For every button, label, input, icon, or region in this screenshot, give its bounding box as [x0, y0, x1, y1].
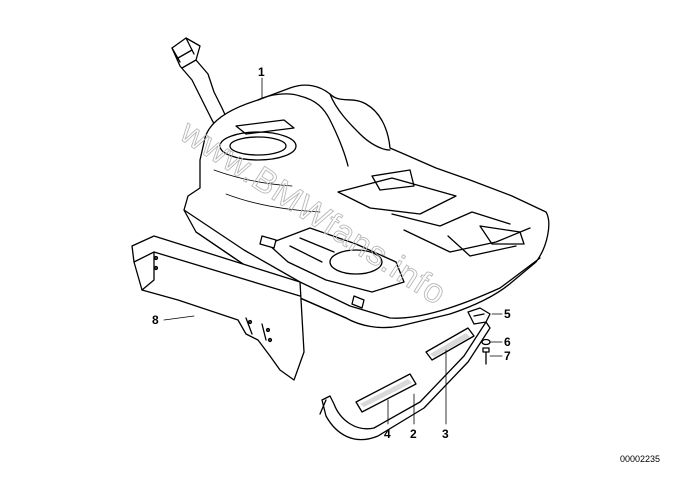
callout-7[interactable]: 7 — [504, 349, 511, 363]
callout-2[interactable]: 2 — [410, 427, 417, 441]
heat-shield-icon[interactable] — [131, 235, 305, 381]
callout-1[interactable]: 1 — [258, 65, 265, 79]
rubber-pad-icon[interactable] — [425, 327, 475, 361]
callout-5[interactable]: 5 — [504, 307, 511, 321]
callout-3[interactable]: 3 — [442, 427, 449, 441]
callout-6[interactable]: 6 — [504, 335, 511, 349]
rubber-pad-icon[interactable] — [355, 373, 417, 413]
bolt-icon[interactable] — [482, 347, 490, 365]
washer-icon[interactable] — [481, 338, 491, 346]
fuel-tank-icon[interactable] — [171, 37, 550, 329]
callout-8[interactable]: 8 — [152, 313, 159, 327]
tension-strap-icon[interactable] — [319, 321, 491, 441]
leader-lines — [163, 77, 503, 425]
clip-nut-icon[interactable] — [467, 307, 491, 325]
document-number: 00002235 — [620, 454, 660, 464]
callout-4[interactable]: 4 — [384, 427, 391, 441]
